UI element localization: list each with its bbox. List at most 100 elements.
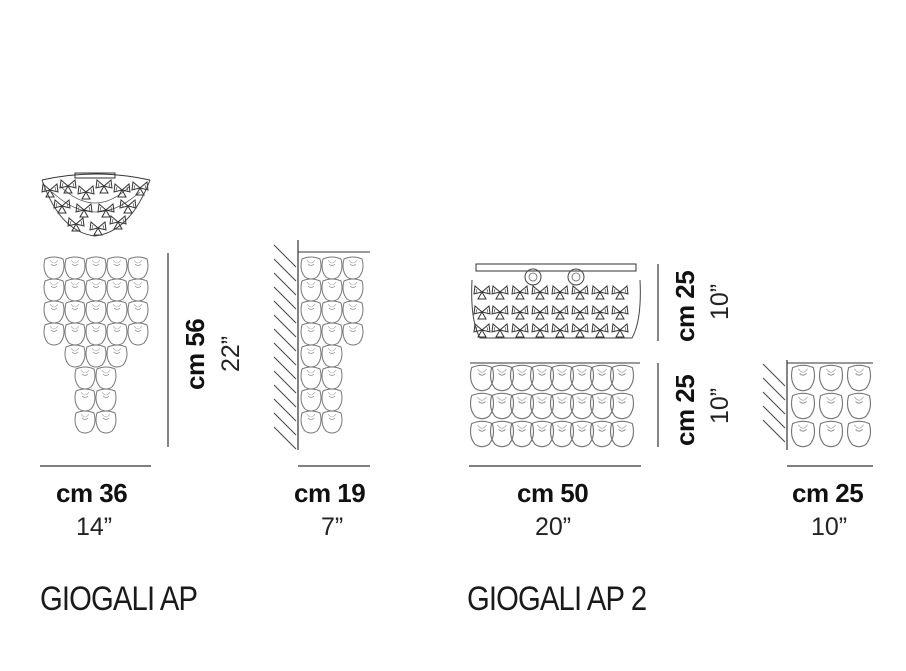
glass-drop xyxy=(300,344,322,368)
glass-bow xyxy=(473,305,491,320)
giogali-ap-depth-cm: cm 19 xyxy=(294,478,366,508)
glass-drop xyxy=(106,300,128,324)
glass-bow xyxy=(531,285,549,300)
wall-hatch-line xyxy=(273,370,297,394)
glass-drop xyxy=(85,300,107,324)
wall-hatch-line xyxy=(273,426,297,450)
glass-drop xyxy=(300,256,322,280)
glass-drop xyxy=(321,278,343,302)
wall-hatch-line xyxy=(273,244,297,268)
wall-hatch-line xyxy=(762,391,786,415)
giogali-ap2-top-height-in: 10” xyxy=(706,283,734,320)
glass-drop xyxy=(64,256,86,280)
glass-drop xyxy=(106,322,128,346)
giogali-ap-top-view xyxy=(41,172,151,237)
glass-bow xyxy=(551,323,569,338)
glass-bow xyxy=(59,179,77,194)
glass-drop xyxy=(85,256,107,280)
glass-bow xyxy=(113,183,131,198)
wall-hatch-line xyxy=(273,342,297,366)
glass-drop xyxy=(790,392,816,420)
giogali-ap-width-cm: cm 36 xyxy=(56,478,128,508)
glass-drop xyxy=(321,256,343,280)
glass-drop xyxy=(818,420,844,448)
glass-drop xyxy=(300,322,322,346)
glass-drop xyxy=(95,388,117,412)
giogali-ap2-front-height-cm: cm 25 xyxy=(670,374,700,446)
glass-drop xyxy=(74,388,96,412)
glass-bow xyxy=(611,285,629,300)
giogali-ap2-depth-cm: cm 25 xyxy=(792,478,864,508)
glass-drop xyxy=(342,256,364,280)
glass-drop xyxy=(818,392,844,420)
glass-drop xyxy=(43,322,65,346)
glass-drop xyxy=(846,392,872,420)
glass-drop xyxy=(321,366,343,390)
glass-drop xyxy=(300,300,322,324)
glass-drop xyxy=(790,364,816,392)
wall-hatch-line xyxy=(762,377,786,401)
giogali-ap-height-cm: cm 56 xyxy=(180,318,210,390)
glass-drop xyxy=(64,344,86,368)
giogali-ap-title: GIOGALI AP xyxy=(40,580,198,618)
giogali-ap-width-in: 14” xyxy=(76,513,113,541)
glass-drop xyxy=(106,278,128,302)
giogali-ap-height-in: 22” xyxy=(217,335,245,372)
glass-bow xyxy=(571,305,589,320)
giogali-ap2-top-height-cm: cm 25 xyxy=(670,270,700,342)
glass-drop xyxy=(127,256,149,280)
glass-drop xyxy=(43,256,65,280)
giogali-ap-front-view xyxy=(43,256,149,434)
giogali-ap-depth-in: 7” xyxy=(321,513,344,541)
glass-bow xyxy=(571,323,589,338)
glass-drop xyxy=(846,364,872,392)
wall-hatch-line xyxy=(762,363,786,387)
glass-drop xyxy=(106,256,128,280)
glass-bow xyxy=(75,203,93,218)
glass-drop xyxy=(74,410,96,434)
glass-drop xyxy=(127,322,149,346)
wall-hatch-line xyxy=(762,405,786,429)
glass-drop xyxy=(64,278,86,302)
glass-drop xyxy=(321,322,343,346)
glass-drop xyxy=(85,322,107,346)
glass-bow xyxy=(95,179,113,194)
glass-drop xyxy=(106,344,128,368)
glass-bow xyxy=(591,323,609,338)
glass-bow xyxy=(531,323,549,338)
glass-drop xyxy=(342,322,364,346)
glass-bow xyxy=(89,221,107,236)
glass-drop xyxy=(321,388,343,412)
glass-drop xyxy=(342,300,364,324)
glass-drop xyxy=(846,420,872,448)
glass-drop xyxy=(127,300,149,324)
glass-bow xyxy=(511,305,529,320)
glass-bow xyxy=(611,305,629,320)
glass-bow xyxy=(511,285,529,300)
glass-drop xyxy=(300,366,322,390)
wall-hatch-line xyxy=(273,412,297,436)
glass-drop xyxy=(818,364,844,392)
giogali-ap2-width-in: 20” xyxy=(535,513,572,541)
glass-bow xyxy=(491,323,509,338)
glass-bow xyxy=(491,285,509,300)
wall-hatch-line xyxy=(273,258,297,282)
giogali-ap2-title: GIOGALI AP 2 xyxy=(467,580,647,618)
glass-drop xyxy=(300,388,322,412)
giogali-ap2-side-view xyxy=(762,360,873,450)
wall-hatch-line xyxy=(273,398,297,422)
glass-bow xyxy=(131,181,149,196)
glass-bow xyxy=(511,323,529,338)
glass-drop xyxy=(127,278,149,302)
giogali-ap2-front-view xyxy=(469,362,640,448)
giogali-ap2-depth-in: 10” xyxy=(811,513,848,541)
giogali-ap-side-view xyxy=(273,240,370,450)
glass-bow xyxy=(473,323,491,338)
glass-drop xyxy=(43,300,65,324)
glass-bow xyxy=(77,185,95,200)
glass-drop xyxy=(43,278,65,302)
glass-drop xyxy=(85,344,107,368)
glass-bow xyxy=(97,203,115,218)
glass-drop xyxy=(95,410,117,434)
glass-drop xyxy=(790,420,816,448)
